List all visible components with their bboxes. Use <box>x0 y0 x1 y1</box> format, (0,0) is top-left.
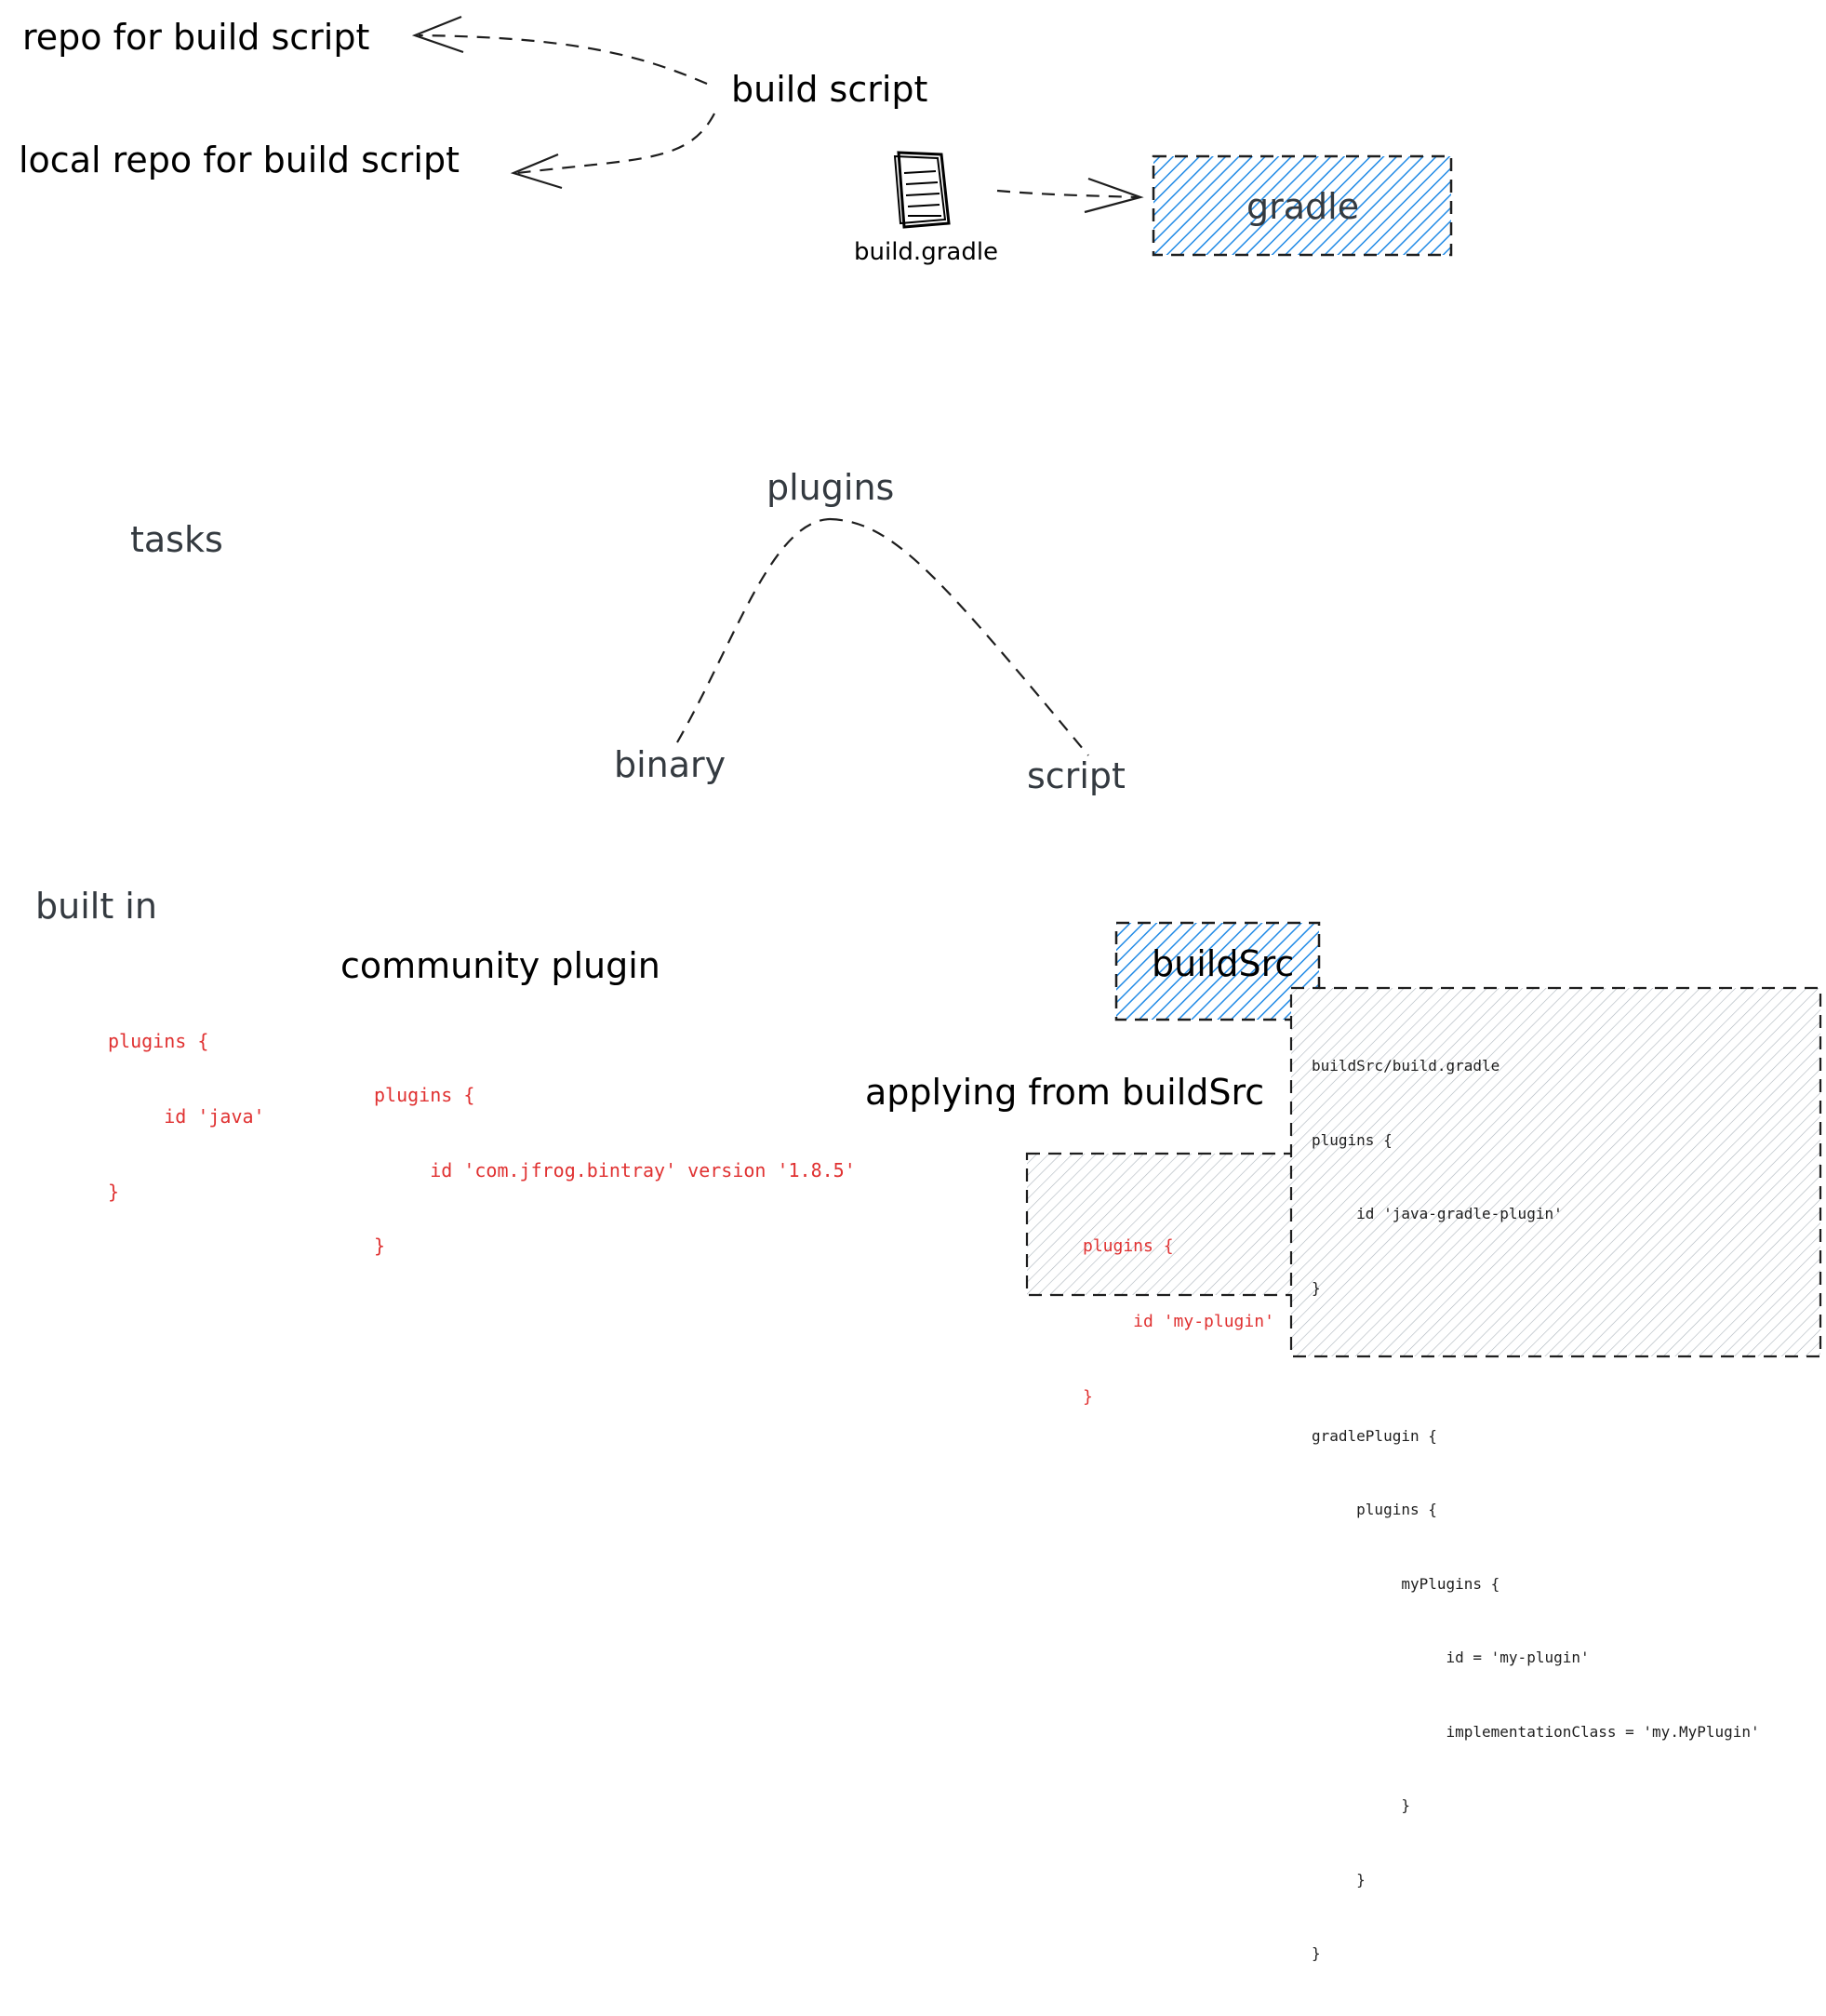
code-line: id 'my-plugin' <box>1083 1312 1274 1331</box>
builtin-plugins-code: plugins { id 'java' } <box>108 979 265 1255</box>
code-line: } <box>374 1235 386 1257</box>
arrow-to-repo <box>418 33 708 86</box>
edge-plugins-binary <box>676 517 831 743</box>
code-line: } <box>1312 1944 1321 1962</box>
arrow-to-gradle <box>996 189 1138 199</box>
gradle-box <box>1152 154 1453 257</box>
buildsrc-box <box>1114 921 1321 1021</box>
code-line: id 'java-gradle-plugin' <box>1312 1205 1563 1222</box>
code-line <box>1312 1350 1760 1375</box>
code-line: id 'com.jfrog.bintray' version '1.8.5' <box>374 1159 856 1182</box>
code-line: plugins { <box>374 1084 475 1106</box>
gradle-label: gradle <box>1246 186 1360 227</box>
code-line: implementationClass = 'my.MyPlugin' <box>1312 1722 1760 1741</box>
code-line: id = 'my-plugin' <box>1312 1649 1590 1666</box>
plugins-label: plugins <box>766 467 895 508</box>
built-in-label: built in <box>35 886 157 927</box>
binary-label: binary <box>614 744 726 785</box>
code-line: } <box>108 1181 120 1203</box>
buildsrc-build-gradle-code: buildSrc/build.gradle plugins { id 'java… <box>1312 1005 1760 2016</box>
community-plugin-label: community plugin <box>340 945 660 986</box>
code-line: } <box>1312 1870 1366 1889</box>
whiteboard-canvas[interactable]: repo for build script build script local… <box>0 0 1826 1962</box>
code-line: } <box>1312 1796 1410 1814</box>
arrowhead-local-repo <box>510 153 563 190</box>
arrowhead-repo <box>411 15 464 54</box>
buildsrc-label: buildSrc <box>1152 943 1295 984</box>
repo-for-build-script-label: repo for build script <box>22 17 370 58</box>
code-line: gradlePlugin { <box>1312 1426 1437 1445</box>
diagram-shapes <box>411 15 1822 1358</box>
applying-from-buildsrc-label: applying from buildSrc <box>865 1072 1265 1113</box>
code-line: id 'java' <box>108 1105 265 1128</box>
document-icon <box>893 151 951 229</box>
code-line: plugins { <box>108 1030 209 1052</box>
applying-plugins-code: plugins { id 'my-plugin' } <box>1083 1183 1274 1460</box>
arrow-to-local-repo <box>516 113 715 175</box>
code-line: buildSrc/build.gradle <box>1312 1057 1500 1075</box>
code-line: plugins { <box>1312 1130 1393 1149</box>
code-line: myPlugins { <box>1312 1574 1500 1593</box>
build-gradle-label: build.gradle <box>854 238 999 266</box>
code-line: } <box>1312 1278 1321 1297</box>
community-plugins-code: plugins { id 'com.jfrog.bintray' version… <box>374 1033 856 1309</box>
buildsrc-code-box <box>1289 986 1822 1358</box>
code-line: plugins { <box>1312 1501 1437 1518</box>
applying-code-box <box>1025 1152 1308 1297</box>
local-repo-for-build-script-label: local repo for build script <box>19 140 460 180</box>
edge-plugins-script <box>829 517 1089 756</box>
arrowhead-gradle <box>1084 177 1144 214</box>
code-line: plugins { <box>1083 1236 1174 1256</box>
tasks-label: tasks <box>130 519 223 560</box>
script-label: script <box>1027 755 1126 796</box>
build-script-label: build script <box>731 69 928 110</box>
code-line: } <box>1083 1387 1093 1407</box>
